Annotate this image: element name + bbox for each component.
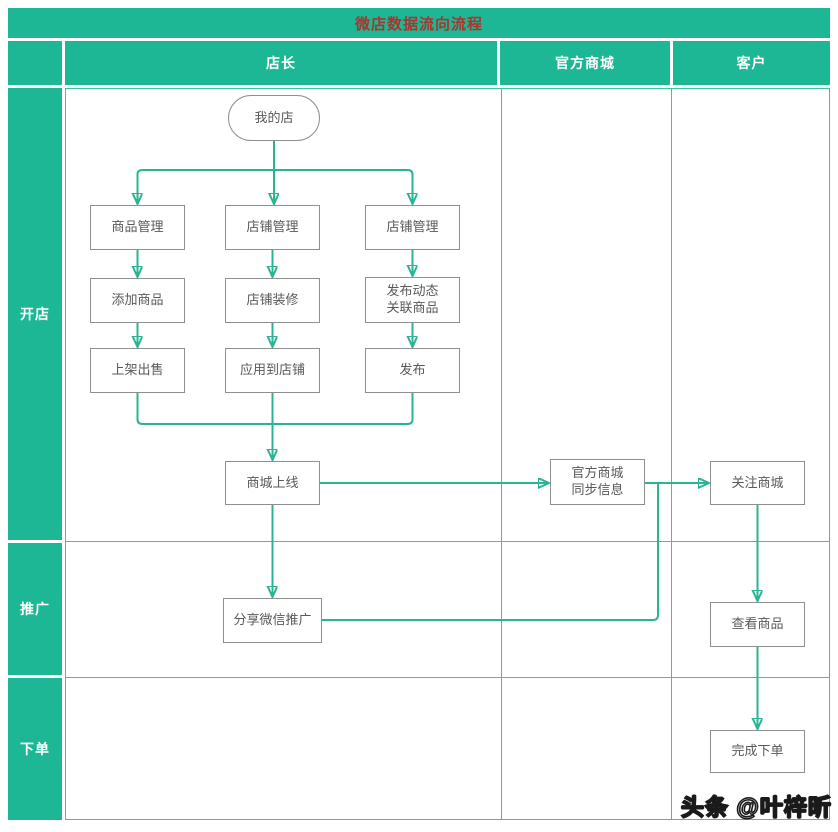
row-label-order: 下单	[8, 678, 62, 820]
lane-divider-horizontal-2	[66, 677, 829, 678]
header-corner-cell	[8, 41, 62, 85]
node-shop-decorate: 店铺装修	[225, 278, 320, 323]
node-shop-management-2: 店铺管理	[365, 205, 460, 250]
node-list-for-sale: 上架出售	[90, 348, 185, 393]
node-publish-dynamic-link-product: 发布动态 关联商品	[365, 277, 460, 323]
lane-area	[65, 88, 830, 820]
node-my-shop: 我的店	[228, 95, 320, 141]
node-add-product: 添加商品	[90, 278, 185, 323]
node-product-management: 商品管理	[90, 205, 185, 250]
column-header-shopkeeper: 店长	[65, 41, 497, 85]
diagram-title-bar: 微店数据流向流程	[8, 8, 830, 38]
column-header-official-mall: 官方商城	[500, 41, 670, 85]
node-publish: 发布	[365, 348, 460, 393]
node-share-wechat-promotion: 分享微信推广	[223, 598, 322, 643]
lane-divider-vertical-2	[671, 89, 672, 819]
node-mall-online: 商城上线	[225, 461, 320, 505]
row-label-open-shop: 开店	[8, 88, 62, 540]
toutiao-watermark: 头条 @叶梓昕	[680, 793, 832, 820]
node-shop-management-1: 店铺管理	[225, 205, 320, 250]
lane-divider-horizontal-1	[66, 541, 829, 542]
node-follow-mall: 关注商城	[710, 461, 805, 505]
node-view-products: 查看商品	[710, 602, 805, 647]
node-complete-order: 完成下单	[710, 730, 805, 773]
node-official-mall-sync-info: 官方商城 同步信息	[550, 459, 645, 505]
node-apply-to-shop: 应用到店铺	[225, 348, 320, 393]
column-header-customer: 客户	[673, 41, 830, 85]
row-label-promotion: 推广	[8, 543, 62, 675]
lane-divider-vertical-1	[501, 89, 502, 819]
diagram-title: 微店数据流向流程	[354, 15, 483, 33]
